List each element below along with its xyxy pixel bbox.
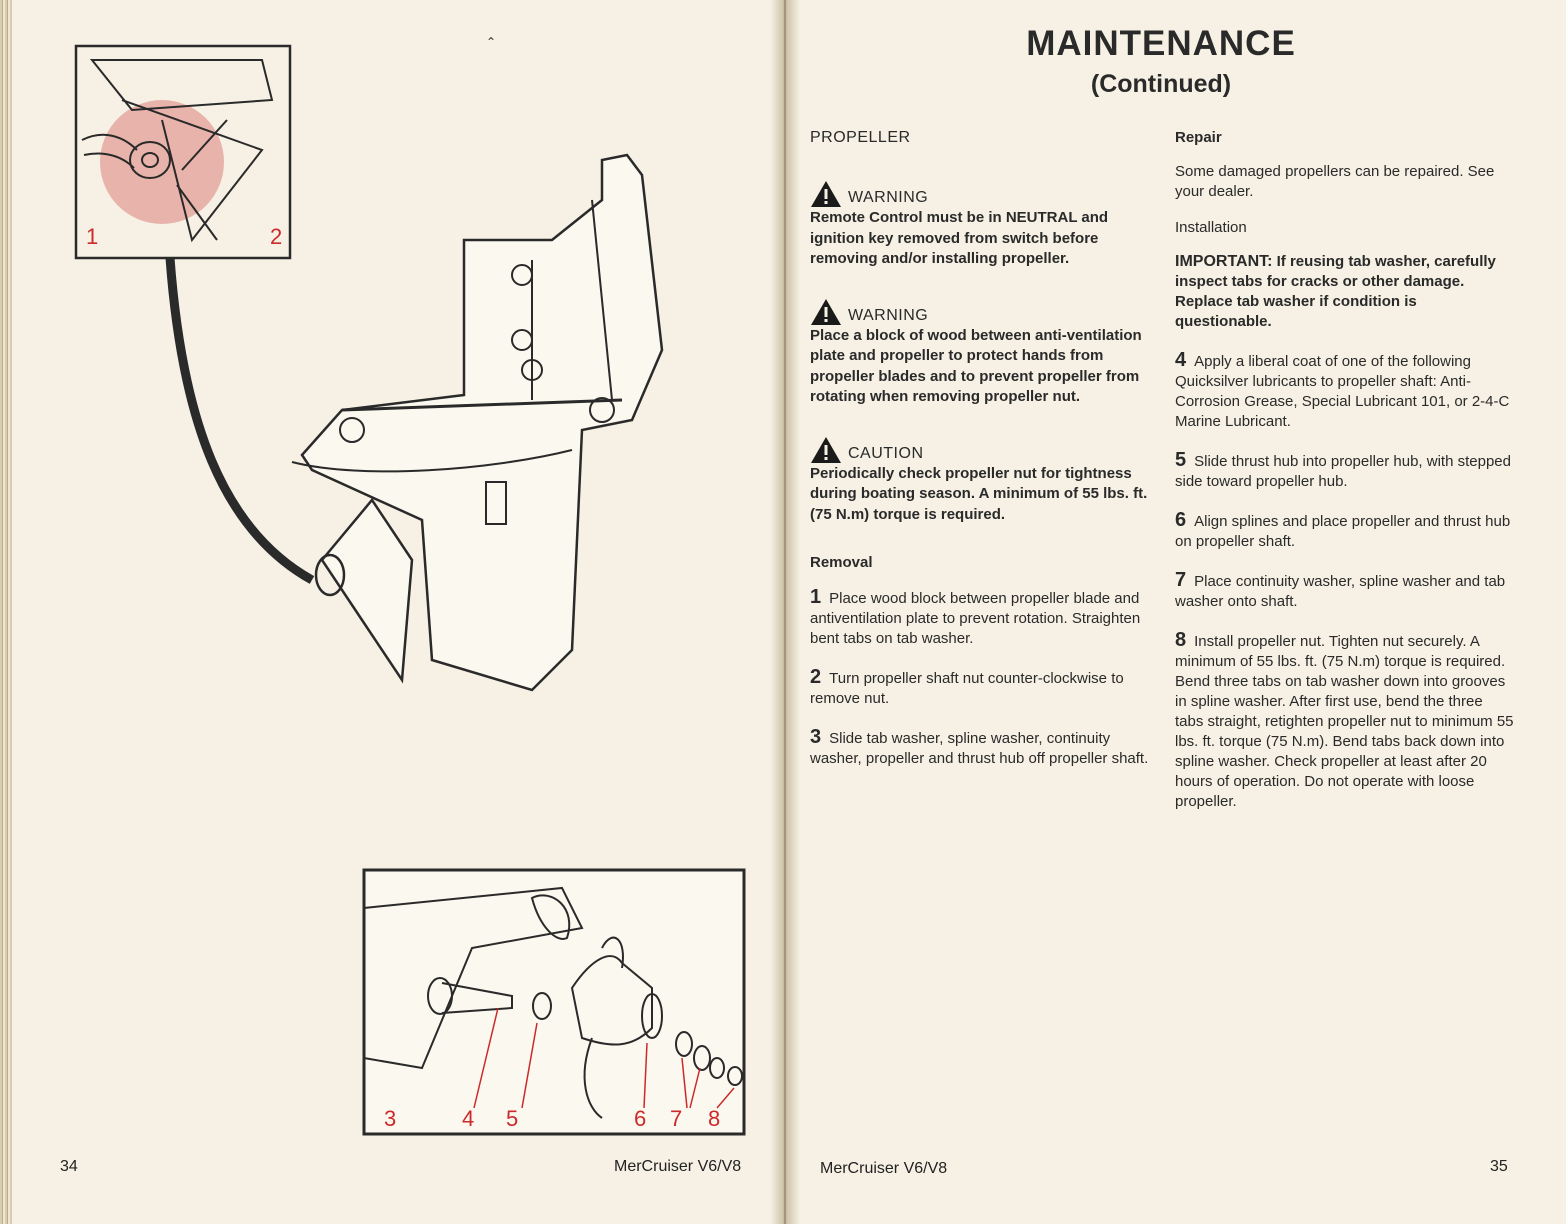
warning-label: WARNING xyxy=(848,306,929,324)
warning-triangle-icon xyxy=(811,436,841,463)
left-footer: MerCruiser V6/V8 xyxy=(614,1158,742,1175)
repair-text: Some damaged propellers can be repaired.… xyxy=(1175,163,1495,200)
right-column: Repair Some damaged propellers can be re… xyxy=(1175,128,1515,830)
repair-heading: Repair xyxy=(1175,129,1222,146)
callout-8: 8 xyxy=(708,1106,721,1131)
warning-block-1: WARNING Remote Control must be in NEUTRA… xyxy=(810,180,1150,270)
page-edges xyxy=(0,0,14,1224)
warning-triangle-icon xyxy=(811,181,841,207)
book-gutter xyxy=(770,0,800,1224)
step-number: 4 xyxy=(1175,349,1187,371)
left-folio: 34 xyxy=(60,1158,78,1175)
important-note: IMPORTANT: If reusing tab washer, carefu… xyxy=(1175,252,1515,332)
svg-text:⌃: ⌃ xyxy=(486,35,496,49)
sterndrive-figure: ⌃ 1 2 xyxy=(12,0,784,720)
step-text: Align splines and place propeller and th… xyxy=(1175,513,1511,550)
callout-2: 2 xyxy=(270,224,283,249)
left-page: ⌃ 1 2 3 xyxy=(12,0,784,1224)
step-number: 2 xyxy=(810,666,822,688)
important-text: If reusing tab washer, carefully inspect… xyxy=(1175,253,1496,330)
step-number: 8 xyxy=(1175,629,1187,651)
caution-label: CAUTION xyxy=(848,444,924,462)
removal-heading: Removal xyxy=(810,554,873,571)
step-text: Turn propeller shaft nut counter-clockwi… xyxy=(810,670,1124,707)
page-subtitle: (Continued) xyxy=(1090,70,1232,98)
step-text: Slide tab washer, spline washer, continu… xyxy=(810,730,1149,767)
step-number: 7 xyxy=(1175,569,1187,591)
callout-6: 6 xyxy=(634,1106,647,1131)
right-folio: 35 xyxy=(1490,1158,1508,1175)
caution-text: Periodically check propeller nut for tig… xyxy=(810,464,1148,523)
caution-block: CAUTION Periodically check propeller nut… xyxy=(810,436,1150,526)
warning-triangle-icon xyxy=(811,298,841,325)
step-text: Apply a liberal coat of one of the follo… xyxy=(1175,353,1510,430)
right-footer: MerCruiser V6/V8 xyxy=(820,1160,948,1177)
warning-text: Place a block of wood between anti-venti… xyxy=(810,326,1142,406)
step-text: Slide thrust hub into propeller hub, wit… xyxy=(1175,453,1511,490)
page-title: MAINTENANCE xyxy=(1026,24,1296,63)
callout-1: 1 xyxy=(86,224,99,249)
step-number: 1 xyxy=(810,586,822,608)
warning-text: Remote Control must be in NEUTRAL and ig… xyxy=(810,209,1109,267)
installation-heading: Installation xyxy=(1175,219,1247,236)
callout-4: 4 xyxy=(462,1106,475,1131)
warning-label: WARNING xyxy=(848,189,929,206)
step-text: Place continuity washer, spline washer a… xyxy=(1175,573,1506,610)
step-text: Place wood block between propeller blade… xyxy=(810,590,1141,647)
important-label: IMPORTANT: xyxy=(1175,253,1273,270)
step-text: Install propeller nut. Tighten nut secur… xyxy=(1175,633,1514,810)
warning-block-2: WARNING Place a block of wood between an… xyxy=(810,298,1150,408)
section-heading: PROPELLER xyxy=(810,129,911,146)
callout-5: 5 xyxy=(506,1106,519,1131)
step-number: 3 xyxy=(810,726,822,748)
right-page: MAINTENANCE (Continued) PROPELLER WARNIN… xyxy=(786,0,1566,1224)
step-number: 6 xyxy=(1175,509,1187,531)
callout-3: 3 xyxy=(384,1106,397,1131)
propeller-exploded-figure: 3 4 5 6 7 8 xyxy=(362,868,748,1138)
left-column: PROPELLER WARNING Remote Control must be… xyxy=(810,128,1150,787)
callout-7: 7 xyxy=(670,1106,683,1131)
step-number: 5 xyxy=(1175,449,1187,471)
